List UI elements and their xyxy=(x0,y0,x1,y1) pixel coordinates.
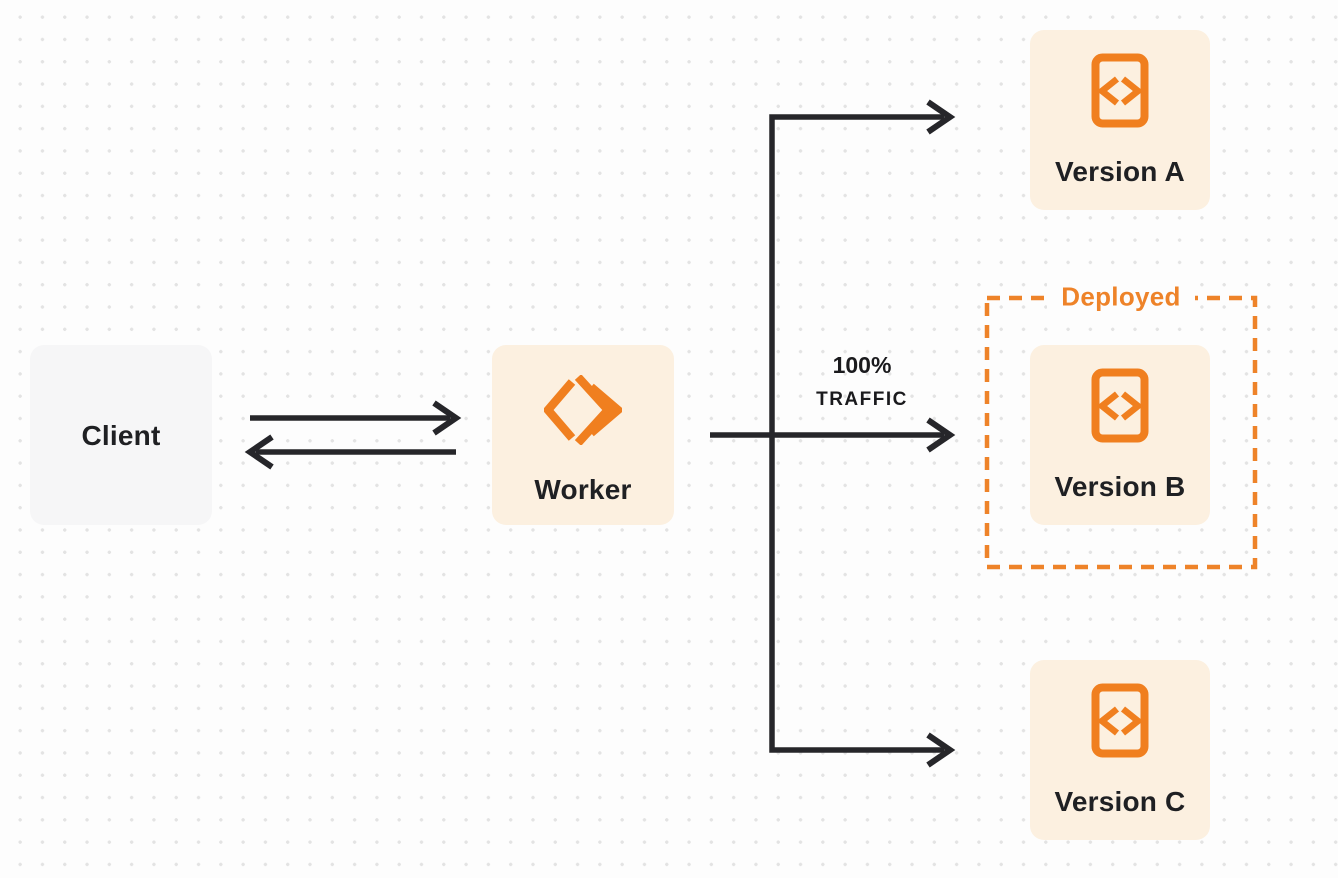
traffic-label: 100% TRAFFIC xyxy=(772,352,952,411)
worker-to-client-arrowhead-icon xyxy=(244,434,274,470)
version-b-arrowhead-icon xyxy=(926,417,956,453)
version-a-node: Version A xyxy=(1030,30,1210,210)
version-c-arrowhead-icon xyxy=(926,732,956,768)
version-b-label: Version B xyxy=(1054,471,1186,502)
client-node: Client xyxy=(30,345,212,525)
traffic-percent-text: 100% xyxy=(832,352,892,378)
version-c-label: Version C xyxy=(1054,786,1186,817)
code-file-icon xyxy=(1091,368,1149,443)
code-file-icon xyxy=(1091,53,1149,128)
version-c-node: Version C xyxy=(1030,660,1210,840)
version-a-label: Version A xyxy=(1055,156,1185,187)
version-a-arrowhead-icon xyxy=(926,99,956,135)
client-to-worker-arrowhead-icon xyxy=(432,400,462,436)
version-b-node: Version B xyxy=(1030,345,1210,525)
worker-node: Worker xyxy=(492,345,674,525)
traffic-word-text: TRAFFIC xyxy=(816,389,908,410)
cloudflare-workers-icon xyxy=(544,375,622,445)
code-file-icon xyxy=(1091,683,1149,758)
worker-label: Worker xyxy=(534,474,632,505)
client-label: Client xyxy=(81,419,161,451)
